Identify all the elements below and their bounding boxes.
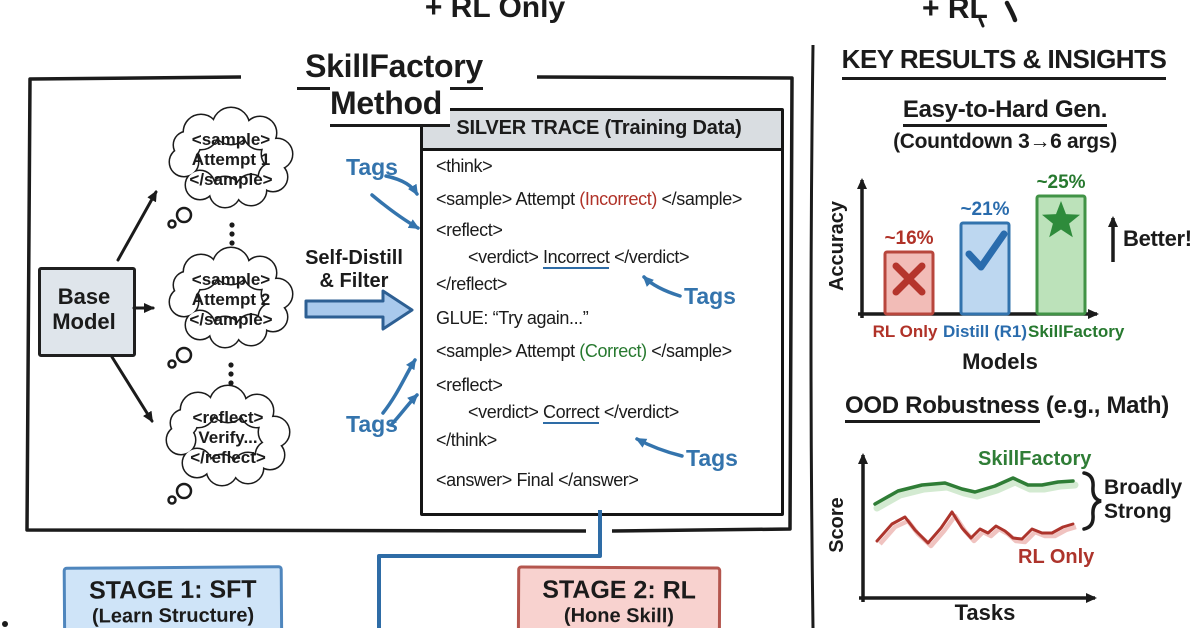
base-model-label: Base Model: [52, 284, 116, 334]
rl-only-line-shadow: [878, 513, 1077, 549]
bar-chart-ylabel: Accuracy: [826, 200, 848, 292]
stage2-subtitle: (Hone Skill): [563, 604, 675, 628]
bar-cat-skillfactory: SkillFactory: [1028, 322, 1125, 341]
bar-value-distill: ~21%: [960, 199, 1010, 220]
rl-note: + RL: [922, 0, 988, 25]
trace-line: <sample> Attempt (Correct) </sample>: [436, 341, 732, 361]
bar-chart-title: Easy-to-Hard Gen.: [902, 96, 1107, 127]
stage1-title: STAGE 1: SFT: [88, 575, 257, 605]
trace-line: GLUE: “Try again...”: [436, 308, 589, 328]
trace-line: <reflect>: [436, 220, 503, 240]
line-chart-title-main: OOD Robustness: [845, 392, 1040, 423]
stage2-box: STAGE 2: RL (Hone Skill): [516, 565, 722, 628]
stage1-subtitle: (Learn Structure): [91, 604, 255, 628]
bar-distill: [959, 221, 1011, 316]
cloud-attempt2-label: <sample> Attempt 2 </sample>: [189, 270, 273, 329]
skillfactory-line-label: SkillFactory: [978, 448, 1092, 470]
skillfactory-line-glow: [873, 478, 1079, 512]
broadly-strong-note: Broadly Strong: [1104, 476, 1183, 523]
stage2-title: STAGE 2: RL: [542, 575, 697, 605]
better-label: Better!: [1123, 226, 1192, 251]
key-results-wrap: KEY RESULTS & INSIGHTS: [820, 44, 1188, 80]
method-title: SkillFactory Method: [297, 48, 483, 127]
silver-trace-title: SILVER TRACE (Training Data): [456, 117, 742, 139]
bar-chart-xlabel: Models: [962, 349, 1038, 374]
skillfactory-line: [873, 476, 1075, 506]
tags-label-1: Tags: [346, 154, 398, 180]
trace-line: <verdict> Correct </verdict>: [468, 402, 679, 424]
x-icon: [892, 262, 926, 296]
line-chart-title-suffix: (e.g., Math): [1039, 392, 1169, 419]
line-chart: [858, 453, 1102, 603]
trace-line: <verdict> Incorrect </verdict>: [468, 247, 690, 269]
line-chart-ylabel: Score: [826, 497, 848, 553]
bar-skillfactory: [1035, 194, 1087, 316]
rl-only-note: + RL Only: [424, 0, 566, 24]
trace-line: <answer> Final </answer>: [436, 470, 639, 490]
bar-rl-only: [883, 250, 935, 316]
line-chart-title-wrap: OOD Robustness (e.g., Math): [818, 392, 1196, 423]
bar-chart-subtitle: (Countdown 3→6 args): [893, 130, 1117, 153]
bar-value-rl-only: ~16%: [884, 228, 934, 249]
rl-only-line-label: RL Only: [1018, 546, 1095, 568]
bar-chart-title-wrap: Easy-to-Hard Gen.: [840, 96, 1170, 127]
bar-value-skillfactory: ~25%: [1036, 172, 1086, 193]
bar-cat-rl-only: RL Only: [872, 322, 938, 341]
rl-only-line: [875, 510, 1075, 545]
key-results-title: KEY RESULTS & INSIGHTS: [841, 44, 1167, 80]
stage1-box: STAGE 1: SFT (Learn Structure): [62, 565, 284, 628]
trace-line: <reflect>: [436, 375, 503, 395]
trace-line: <think>: [436, 156, 493, 176]
cloud-verify-label: <reflect> Verify... </reflect>: [190, 408, 266, 467]
method-title-wrap: SkillFactory Method: [235, 48, 545, 127]
check-icon: [965, 230, 1008, 271]
silver-trace-content: <think> <sample> Attempt (Incorrect) </s…: [436, 150, 772, 492]
brace-icon: [1082, 471, 1102, 531]
cloud-attempt1-label: <sample> Attempt 1 </sample>: [189, 130, 273, 189]
distill-label: Self-Distill & Filter: [305, 247, 403, 292]
panel-divider: [809, 44, 815, 628]
distill-arrow: [304, 289, 414, 331]
trace-line: </think>: [436, 430, 497, 450]
line-chart-xlabel: Tasks: [954, 600, 1016, 625]
bar-cat-distill: Distill (R1): [942, 322, 1028, 341]
tags-label-3: Tags: [346, 411, 398, 437]
trace-line: </reflect>: [436, 274, 508, 294]
star-icon: [1042, 201, 1080, 238]
trace-line: <sample> Attempt (Incorrect) </sample>: [436, 189, 742, 209]
